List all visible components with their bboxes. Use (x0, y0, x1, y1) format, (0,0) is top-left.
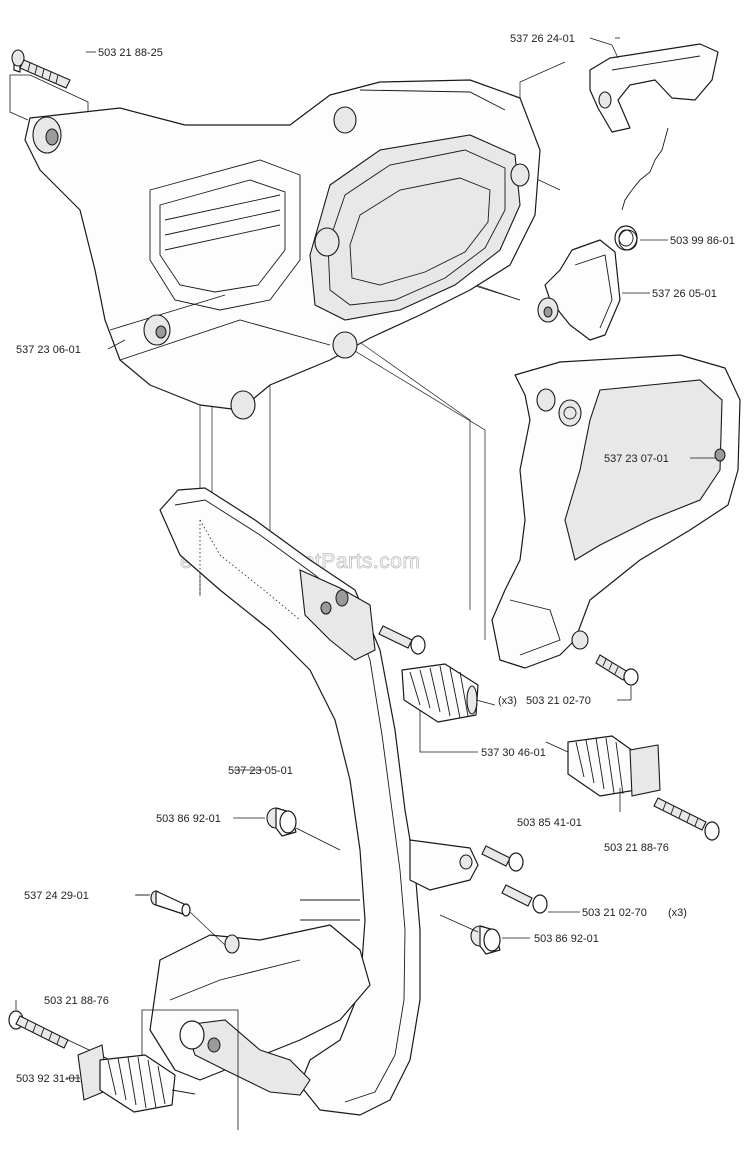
callout-503-92-31-01: 503 92 31-01 (16, 1073, 81, 1085)
screw-503-21-88-25 (9, 49, 89, 121)
screw-handle-small (378, 625, 426, 655)
screws-middle-right (481, 845, 580, 914)
screw-503-21-88-76-right (653, 797, 720, 841)
callout-503-86-92-01-lower: 503 86 92-01 (534, 933, 599, 945)
rear-handle-housing (24, 79, 541, 420)
av-spring-537-30-46-01 (401, 663, 496, 753)
callout-503-21-02-70-upper: 503 21 02-70 (526, 695, 591, 707)
callout-537-26-24-01: 537 26 24-01 (510, 33, 575, 45)
av-spring-503-92-31-01 (66, 1044, 196, 1113)
throttle-lockout (537, 239, 650, 341)
callout-537-24-29-01: 537 24 29-01 (24, 890, 89, 902)
callout-503-99-86-01: 503 99 86-01 (670, 235, 735, 247)
front-handle (149, 487, 479, 1116)
throttle-trigger (589, 37, 719, 133)
screw-503-21-02-70-upper (595, 654, 639, 701)
rubber-buffer-upper (233, 807, 341, 851)
callout-503-85-41-01: 503 85 41-01 (517, 817, 582, 829)
callout-503-21-88-25: 503 21 88-25 (98, 47, 163, 59)
pin-537-24-29-01 (135, 890, 226, 946)
av-spring-503-85-41-01 (545, 735, 661, 812)
handle-cover (491, 354, 741, 669)
rubber-buffer-lower (439, 914, 530, 955)
callout-537-23-05-01: 537 23 05-01 (228, 765, 293, 777)
callout-503-86-92-01-upper: 503 86 92-01 (156, 813, 221, 825)
callout-503-21-02-70-lower: 503 21 02-70 (582, 907, 647, 919)
callout-503-21-88-76-right: 503 21 88-76 (604, 842, 669, 854)
callout-537-23-06-01: 537 23 06-01 (16, 344, 81, 356)
callout-503-21-88-76-left: 503 21 88-76 (44, 995, 109, 1007)
torsion-spring (614, 127, 669, 251)
callout-537-30-46-01: 537 30 46-01 (481, 747, 546, 759)
callout-x3-upper: (x3) (498, 695, 517, 707)
label-leader-lines (86, 37, 620, 896)
callout-537-23-07-01: 537 23 07-01 (604, 453, 669, 465)
callout-labels: 503 21 88-25 537 26 24-01 503 99 86-01 5… (16, 33, 735, 1085)
callout-x3-lower: (x3) (668, 907, 687, 919)
callout-537-26-05-01: 537 26 05-01 (652, 288, 717, 300)
